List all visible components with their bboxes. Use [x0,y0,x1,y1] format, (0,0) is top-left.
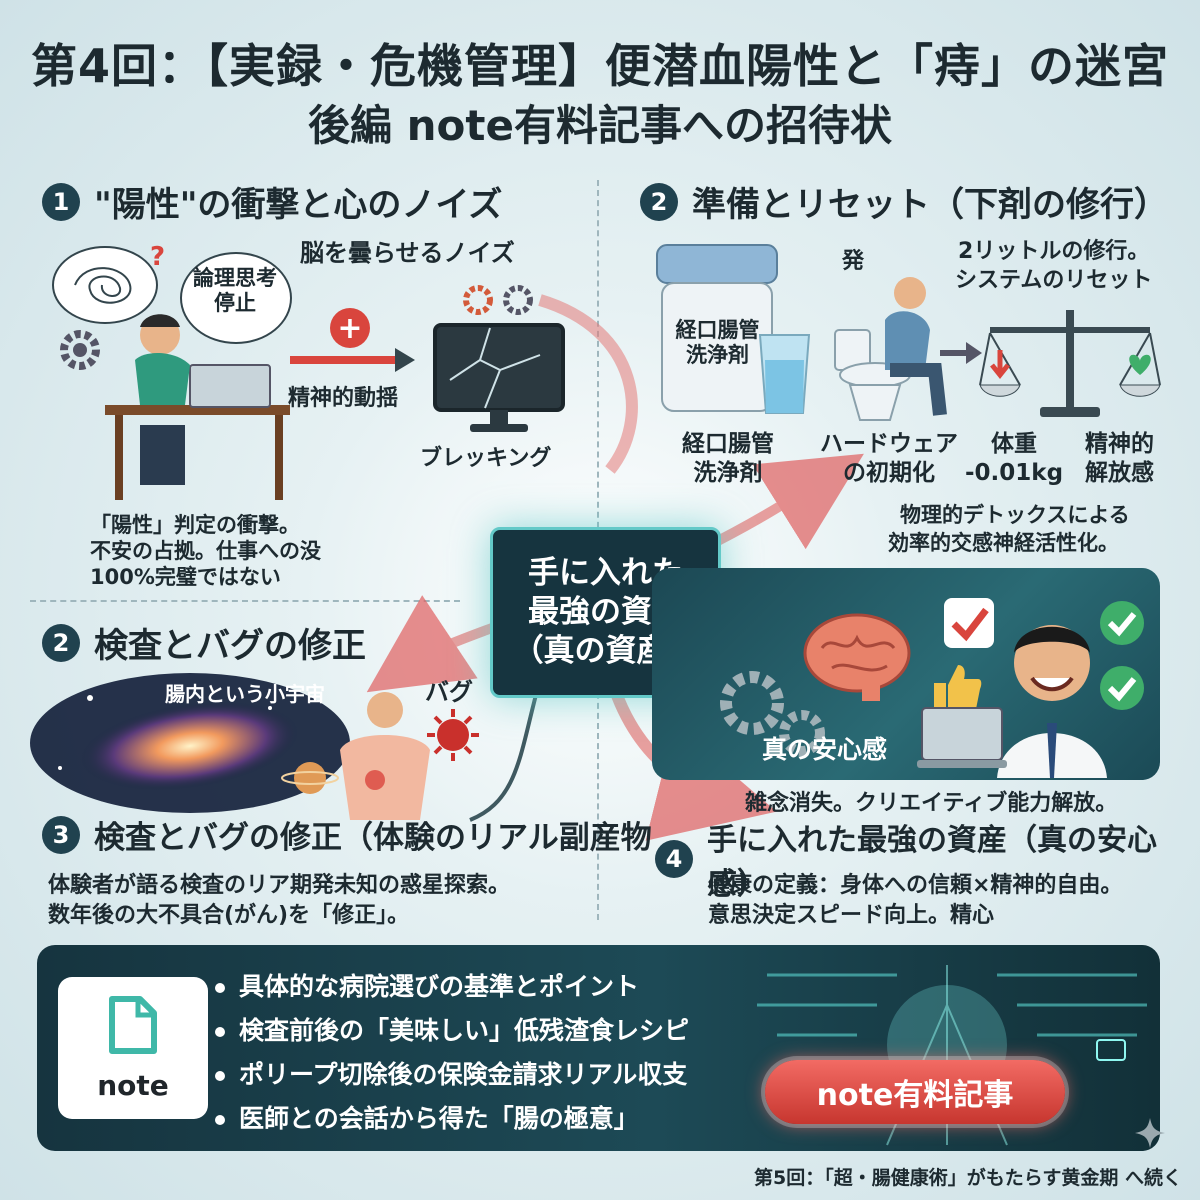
stressed-person-at-desk-illustration [105,314,290,500]
gear-icon [720,671,825,756]
reset-text: 2リットルの修行。 システムのリセット [955,239,1153,293]
bullet-item: 検査前後の「美味しい」低残渣食レシピ [215,1011,689,1047]
alert-plus-icon: + [330,308,370,348]
bottle-label: 経口腸管 洗浄剤 [675,318,760,368]
noise-label: 脳を曇らせるノイズ [300,239,515,267]
panel-label: 真の安心感 [762,735,888,764]
section1-heading: 1 "陽性"の衝撃と心のノイズ [42,177,502,226]
smiling-doctor-illustration [997,625,1107,778]
gear-icon [60,330,100,370]
check-icon [944,598,994,648]
hardware-label: ハードウェア の初期化 [820,431,958,486]
next-episode-footer: 第5回：「超・腸健康術」がもたらす黄金期 へ続く [754,1167,1182,1189]
breaking-label: ブレッキング [420,446,552,471]
broken-monitor-icon [433,323,565,432]
section2b-title: 検査とバグの修正 [94,626,366,666]
gear-icon [463,285,533,315]
panel-caption: 雑念消失。クリエイティブ能力解放。 [745,791,1118,816]
bullet-text: 検査前後の「美味しい」低残渣食レシピ [239,1016,690,1045]
balance-scale-icon [979,310,1161,417]
section2b-number: 2 [42,623,80,662]
note-paid-article-button[interactable]: note有料記事 [765,1060,1065,1124]
section4-body-line1: 健康の定義：身体への信頼×精神的自由。 [708,873,1123,898]
bug-virus-icon [427,709,479,761]
section4-body-line2: 意思決定スピード向上。精心 [708,903,995,928]
tangled-thought-icon: ? [52,242,165,324]
divider-horizontal [30,600,460,602]
brain-icon [803,613,911,701]
section4-number: 4 [655,840,693,878]
bullet-item: ポリープ切除後の保険金請求リアル収支 [215,1055,687,1091]
section4-heading: 4 手に入れた最強の資産（真の安心感） [655,815,1200,903]
section1-body-line3: 100%完璧ではない [90,565,281,589]
bullet-text: ポリープ切除後の保険金請求リアル収支 [239,1060,688,1089]
galaxy-illustration [30,673,350,813]
page-subtitle: 後編 note有料記事への招待状 [308,101,892,150]
section2-body-line1: 物理的デトックスによる [900,503,1130,527]
section3-body-line1: 体験者が語る検査のリア期発未知の惑星探索。 [48,873,511,898]
start-label: 発 [842,249,865,274]
sparkle-icon [1135,1118,1165,1148]
note-logo-text: note [97,1069,169,1102]
water-glass-icon [758,334,811,414]
note-logo[interactable]: note [58,977,208,1119]
release-label: 精神的 解放感 [1085,431,1154,486]
galaxy-label: 腸内という小宇宙 [165,682,325,706]
section2-title: 準備とリセット（下剤の修行） [692,185,1168,225]
section2b-heading: 2 検査とバグの修正 [42,618,366,667]
laptop-icon [917,707,1007,768]
bullet-item: 医師との会話から得た「腸の極意」 [215,1099,639,1135]
section3-body-line2: 数年後の大不具合(がん)を「修正」。 [48,903,410,928]
medicine-bottle-icon [656,244,778,412]
arrow-right-icon [290,348,415,372]
check-icon [1100,666,1144,710]
bullet-text: 具体的な病院選びの基準とポイント [239,972,640,1001]
arrow-right-icon [940,342,982,364]
check-icon [1100,601,1144,645]
section1-body-line2: 不安の占拠。仕事への没 [90,539,321,563]
section2-body-line2: 効率的交感神経活性化。 [888,531,1119,555]
thought-bubble [180,252,292,344]
section3-title: 検査とバグの修正（体験のリアル副産物 [94,820,652,856]
section2-number: 2 [640,182,678,221]
section1-body-line1: 「陽性」判定の衝撃。 [90,513,300,537]
note-document-icon [109,996,157,1054]
peace-of-mind-panel: 真の安心感 [652,568,1160,780]
section1-number: 1 [42,182,80,221]
svg-text:?: ? [150,242,165,272]
section3-heading: 3 検査とバグの修正（体験のリアル副産物 [42,812,652,857]
section3-number: 3 [42,815,80,854]
thumbs-up-icon [934,665,982,711]
section1-title: "陽性"の衝撃と心のノイズ [94,185,503,225]
bullet-item: 具体的な病院選びの基準とポイント [215,967,639,1003]
thought-bubble-text: 論理思考 停止 [193,266,277,316]
weight-label: 体重 -0.01kg [965,431,1064,486]
agitation-label: 精神的動揺 [288,386,399,411]
section4-title: 手に入れた最強の資産（真の安心感） [707,823,1157,902]
person-on-toilet-illustration [834,277,947,421]
bottle-caption: 経口腸管 洗浄剤 [682,431,774,486]
bug-label: バグ [425,678,473,706]
section2-heading: 2 準備とリセット（下剤の修行） [640,177,1168,226]
page-title: 第4回：【実録・危機管理】便潜血陽性と「痔」の迷宮 [30,39,1169,93]
bullet-text: 医師との会話から得た「腸の極意」 [239,1104,639,1133]
patient-with-scope-illustration [340,692,430,820]
